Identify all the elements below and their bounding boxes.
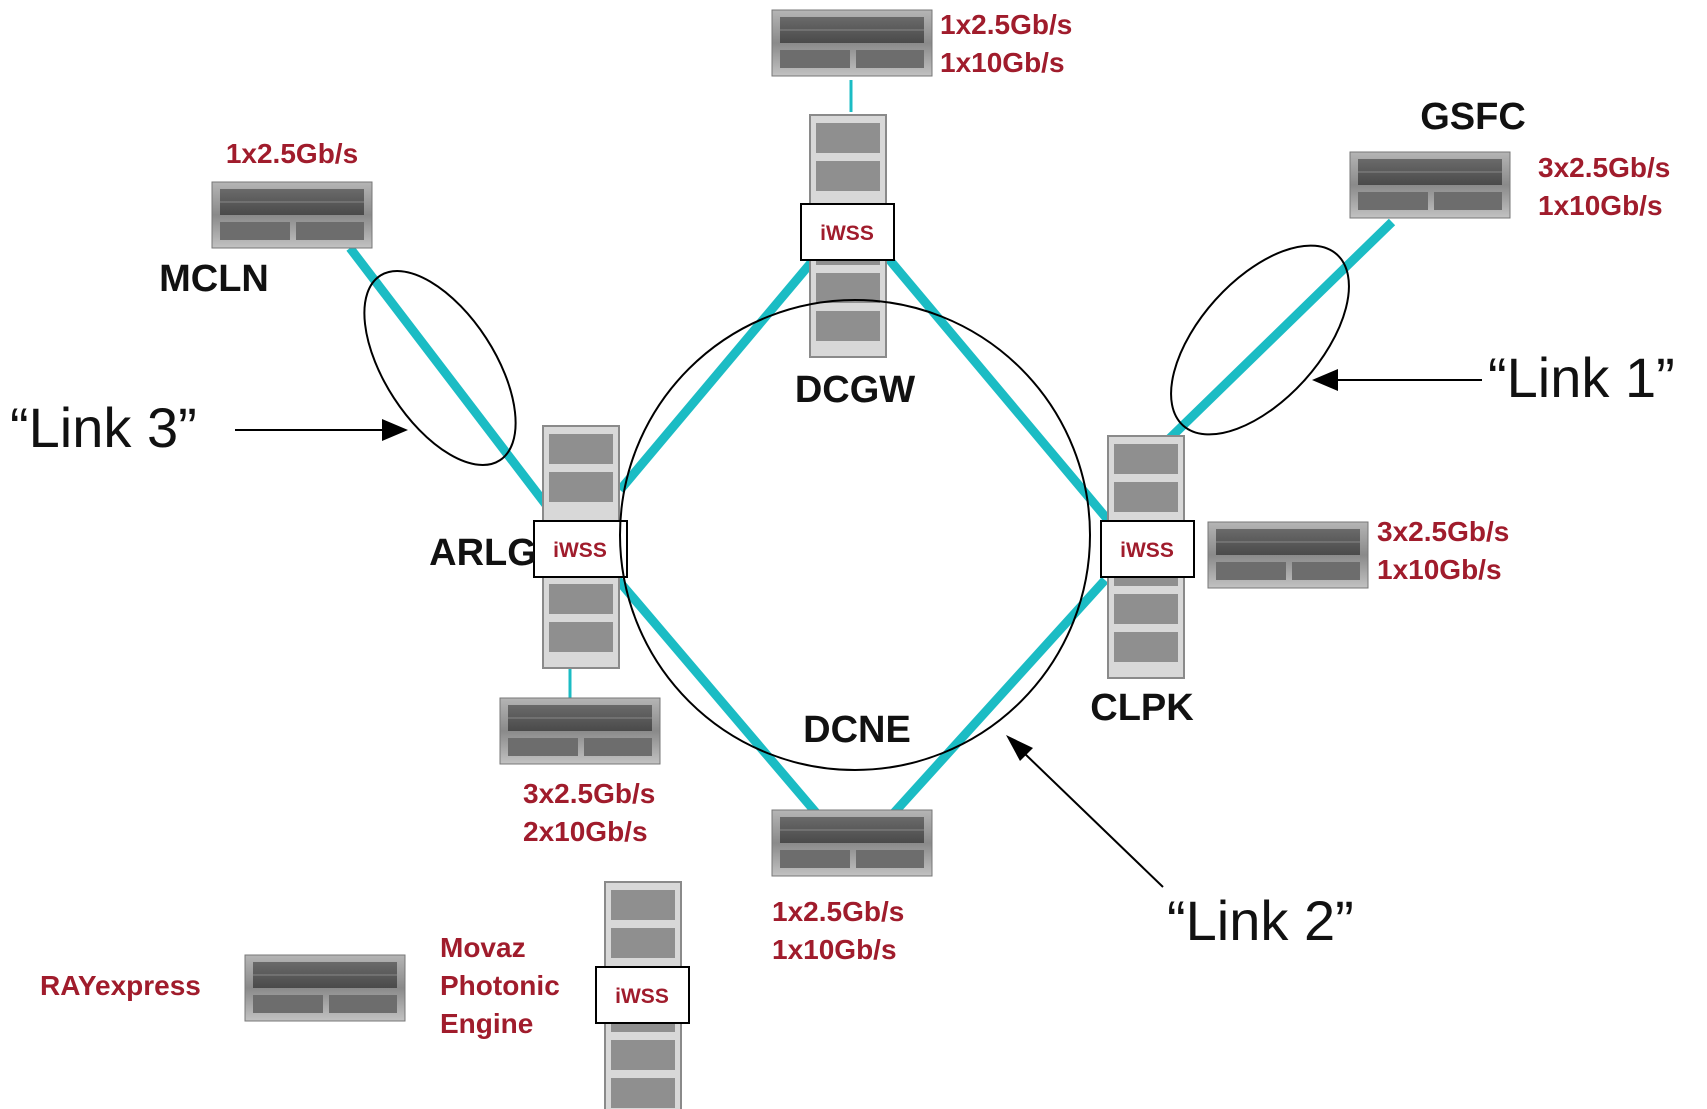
iwss-label-movaz: iWSS <box>615 985 669 1008</box>
rate-clpk-line1: 3x2.5Gb/s <box>1377 516 1509 547</box>
site-label-arlg: ARLG <box>429 532 537 574</box>
fiber-dcgw-clpk <box>884 255 1112 523</box>
site-label-clpk: CLPK <box>1090 687 1194 729</box>
fiber-clpk-dcne <box>888 576 1109 819</box>
legend-movaz-line1: Movaz <box>440 932 526 963</box>
iwss-box-clpk: iWSS <box>1100 520 1195 578</box>
link1-ellipse <box>1170 244 1350 436</box>
link3-label: “Link 3” <box>10 396 197 459</box>
legend-movaz-line3: Engine <box>440 1008 533 1039</box>
rate-top-line1: 1x2.5Gb/s <box>940 9 1072 40</box>
fiber-gsfc-clpk <box>1164 218 1396 444</box>
clpk-router-chassis <box>1207 521 1369 589</box>
rate-top-line2: 1x10Gb/s <box>940 47 1065 78</box>
rate-clpk-line2: 1x10Gb/s <box>1377 554 1502 585</box>
rate-dcne-line1: 1x2.5Gb/s <box>772 896 904 927</box>
rate-mcln-line1: 1x2.5Gb/s <box>226 138 358 169</box>
link3-arrow <box>235 419 408 441</box>
link2-ring-outline <box>619 299 1091 771</box>
site-label-gsfc: GSFC <box>1420 96 1526 138</box>
fiber-mcln-arlg <box>346 245 554 513</box>
legend-movaz-line2: Photonic <box>440 970 560 1001</box>
fiber-arlg-dcne <box>614 577 822 818</box>
fiber-dcgw-arlg <box>616 255 819 493</box>
iwss-box-movaz: iWSS <box>595 966 690 1024</box>
site-label-dcgw: DCGW <box>795 369 915 411</box>
iwss-box-dcgw: iWSS <box>800 203 895 261</box>
gsfc-router-chassis <box>1349 151 1511 219</box>
rate-gsfc-line1: 3x2.5Gb/s <box>1538 152 1670 183</box>
mcln-router-chassis <box>211 181 373 249</box>
link3-ellipse <box>363 270 517 466</box>
rate-gsfc-line2: 1x10Gb/s <box>1538 190 1663 221</box>
link1-label: “Link 1” <box>1488 346 1675 409</box>
rayexpress-chassis <box>244 954 406 1022</box>
dcne-router-chassis <box>771 809 933 877</box>
link2-label: “Link 2” <box>1167 889 1354 952</box>
link2-arrow <box>1006 735 1164 888</box>
iwss-label-arlg: iWSS <box>553 539 607 562</box>
site-label-mcln: MCLN <box>159 258 269 300</box>
arlg-router-chassis <box>499 697 661 765</box>
iwss-box-arlg: iWSS <box>533 520 628 578</box>
site-label-dcne: DCNE <box>803 709 911 751</box>
iwss-label-clpk: iWSS <box>1120 539 1174 562</box>
rate-arlg-line1: 3x2.5Gb/s <box>523 778 655 809</box>
link1-arrow <box>1312 369 1482 391</box>
rate-dcne-line2: 1x10Gb/s <box>772 934 897 965</box>
iwss-label-dcgw: iWSS <box>820 222 874 245</box>
legend-rayexpress-label: RAYexpress <box>40 970 201 1001</box>
rate-arlg-line2: 2x10Gb/s <box>523 816 648 847</box>
top-router-chassis <box>771 9 933 77</box>
